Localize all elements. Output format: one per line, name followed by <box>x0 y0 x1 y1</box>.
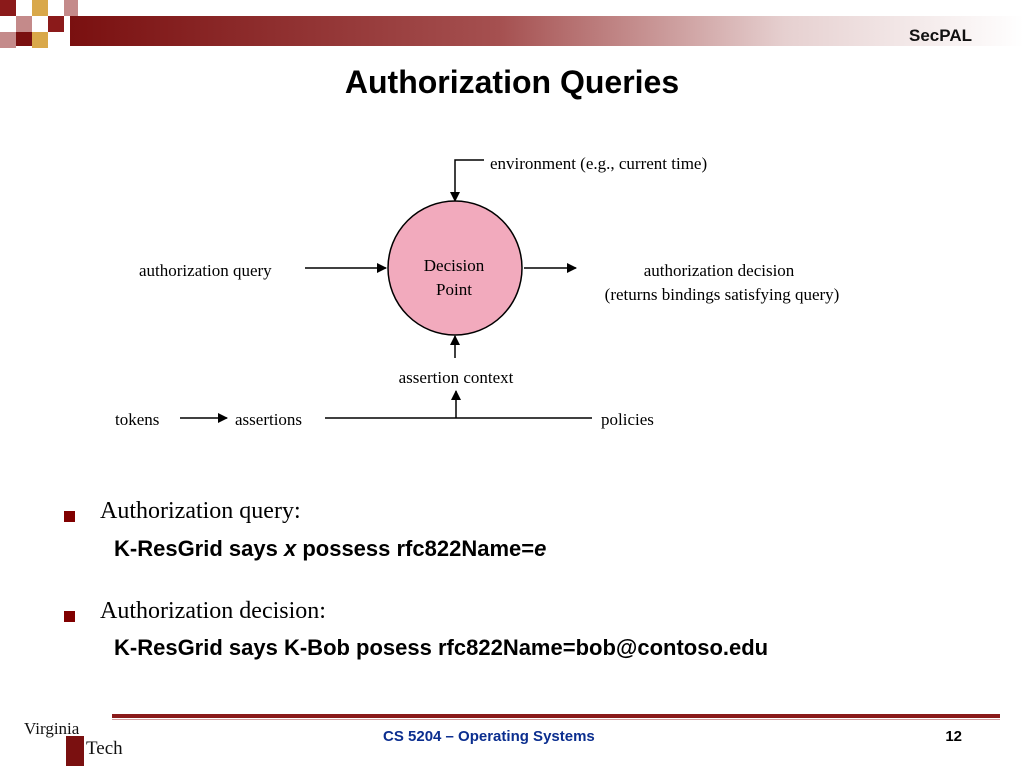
virginia-tech-logo: Virginia Tech <box>24 719 123 766</box>
decision-code: K-ResGrid says K-Bob posess rfc822Name=b… <box>114 635 769 660</box>
header-band <box>0 0 1024 48</box>
bullet-square-icon <box>64 511 75 522</box>
assertion-context-label: assertion context <box>399 368 514 387</box>
bullet-item-query: Authorization query: <box>62 498 982 532</box>
bullet-square-icon <box>64 611 75 622</box>
policies-label: policies <box>601 410 654 429</box>
logo-shield-icon <box>66 736 84 766</box>
environment-label: environment (e.g., current time) <box>490 154 707 173</box>
footer-divider-thin <box>112 719 1000 720</box>
footer-divider <box>112 714 1000 718</box>
assertions-label: assertions <box>235 410 302 429</box>
bullet-item-decision: Authorization decision: <box>62 598 962 632</box>
tokens-label: tokens <box>115 410 159 429</box>
page-number: 12 <box>945 728 962 745</box>
auth-decision-label-1: authorization decision <box>644 261 795 280</box>
auth-decision-label-2: (returns bindings satisfying query) <box>605 285 840 304</box>
bullet-heading: Authorization query: <box>100 498 301 524</box>
bullet-heading: Authorization decision: <box>100 598 326 624</box>
query-code-var-e: e <box>534 536 547 561</box>
bullet-list: Authorization query: K-ResGrid says x po… <box>62 498 982 660</box>
logo-text-tech: Tech <box>86 738 123 759</box>
decision-point-label-1: Decision <box>424 256 485 275</box>
query-code-mid: possess rfc822Name= <box>296 536 535 561</box>
auth-query-label: authorization query <box>139 261 272 280</box>
environment-arrow <box>450 159 484 202</box>
brand-label: SecPAL <box>909 26 972 45</box>
query-code-var-x: x <box>283 536 297 561</box>
page-title: Authorization Queries <box>344 64 680 100</box>
logo-text-virginia: Virginia <box>24 719 80 738</box>
query-code: K-ResGrid says x possess rfc822Name=e <box>114 536 546 562</box>
query-code-prefix: K-ResGrid says <box>114 536 284 561</box>
decision-diagram: environment (e.g., current time) Decisio… <box>115 154 840 429</box>
course-name: CS 5204 – Operating Systems <box>383 728 595 745</box>
decision-point-label-2: Point <box>436 280 472 299</box>
